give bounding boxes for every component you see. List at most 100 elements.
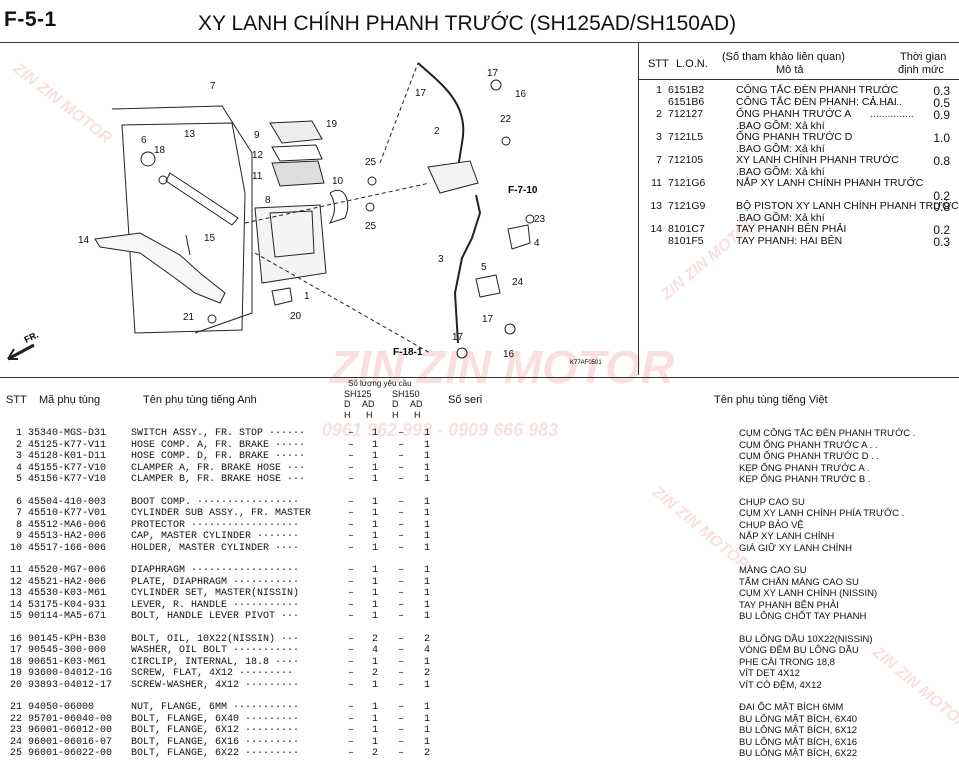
qty-sh150-ad: 1 <box>423 565 430 576</box>
part-code: 90145-KPH-B30 <box>28 633 107 645</box>
col-stt: STT <box>6 394 27 406</box>
ops-col-lon: L.O.N. <box>676 58 708 70</box>
page-code: F-5-1 <box>4 8 57 31</box>
col-part-no: Mã phụ tùng <box>39 394 101 406</box>
part-name-en: BOOT COMP. ················· <box>131 496 300 508</box>
part-name-en: BOLT, FLANGE, 6X12 ········· <box>131 725 300 736</box>
qty-sh125-d: – <box>347 531 354 542</box>
part-code: 45504-410-003 <box>28 496 107 508</box>
part-name-en: PROTECTOR ·················· <box>131 519 300 531</box>
col-h: H <box>344 410 351 420</box>
qty-sh150-d: – <box>397 451 404 462</box>
circlip <box>158 175 168 185</box>
part-name-en: CIRCLIP, INTERNAL, 18.8 ···· <box>131 656 300 668</box>
ref-f-18-1: F-18-1 <box>393 347 423 358</box>
qty-sh150-d: – <box>397 679 404 691</box>
part-name-en: HOSE COMP. D, FR. BRAKE ····· <box>131 451 306 462</box>
brake-lever <box>94 232 226 304</box>
qty-sh150-d: – <box>397 462 404 474</box>
part-name-en: SCREW, FLAT, 4X12 ········· <box>131 668 294 679</box>
ref-f-7-10: F-7-10 <box>508 185 538 196</box>
qty-sh125-d: – <box>347 428 354 439</box>
qty-sh125-ad: 4 <box>371 645 378 656</box>
ops-row-time: 1.0 <box>933 131 950 145</box>
qty-sh150-d: – <box>397 428 404 439</box>
qty-sh125-d: – <box>347 588 354 599</box>
ops-row-desc: TAY PHANH: HAI BÊN <box>736 235 843 247</box>
part-name-vi: CỤM CÔNG TẮC ĐÈN PHANH TRƯỚC . <box>739 428 916 439</box>
qty-sh150-d: – <box>397 508 404 519</box>
qty-sh125-d: – <box>347 439 354 451</box>
part-name-vi: VÍT DẸT 4X12 <box>739 668 800 679</box>
qty-sh125-d: – <box>347 702 354 713</box>
col-sub-ad: AD <box>410 399 423 409</box>
qty-sh125-d: – <box>347 576 354 588</box>
callout: 21 <box>183 312 195 323</box>
ops-row-time: 0.9 <box>933 108 950 122</box>
callout: 14 <box>78 235 90 246</box>
ops-row-number: 7 <box>656 154 662 166</box>
qty-sh150-d: – <box>397 565 404 576</box>
callout: 23 <box>534 214 546 225</box>
qty-sh150-ad: 1 <box>423 611 430 622</box>
part-name-vi: TẤM CHẮN MÀNG CAO SU <box>739 576 859 588</box>
part-code: 90651-K03-M61 <box>28 656 107 668</box>
qty-sh150-ad: 1 <box>423 542 430 554</box>
callout: 6 <box>141 135 147 146</box>
part-name-vi: TAY PHANH BÊN PHẢI <box>739 599 839 611</box>
part-number-index: 23 <box>9 725 22 736</box>
part-code: 45530-K03-M61 <box>28 588 107 599</box>
ops-row-number: 3 <box>656 131 662 143</box>
callout: 8 <box>265 195 271 206</box>
ops-row-code: 6151B6 <box>668 96 705 108</box>
ops-col-time: định mức <box>898 64 944 76</box>
part-name-vi: ĐAI ỐC MẶT BÍCH 6MM <box>739 702 844 713</box>
part-number-index: 7 <box>15 508 22 519</box>
callout: 16 <box>503 349 515 360</box>
flange-bolt-23 <box>525 214 535 224</box>
col-sh125: SH125 <box>344 389 372 399</box>
part-number-index: 6 <box>15 496 22 508</box>
flange-bolt-25a <box>367 176 377 186</box>
part-name-en: BOLT, FLANGE, 6X16 ········· <box>131 736 300 748</box>
ops-row-dots: ............... <box>870 108 914 120</box>
part-code: 45512-MA6-006 <box>28 519 107 531</box>
qty-sh125-ad: 1 <box>371 496 378 508</box>
ops-col-time-top: Thời gian <box>900 51 947 63</box>
ops-row-desc: CÔNG TẮC ĐÈN PHANH: CẢ HAI <box>736 96 897 108</box>
callout: 13 <box>184 129 196 140</box>
ops-col-stt: STT <box>648 58 669 70</box>
qty-sh125-d: – <box>347 611 354 622</box>
part-name-vi: KẸP ỐNG PHANH TRƯỚC B . <box>739 474 871 485</box>
col-serial: Số seri <box>448 394 483 406</box>
hose-joint <box>427 160 479 194</box>
qty-sh150-ad: 1 <box>423 496 430 508</box>
col-qty-top: Số lượng yêu cầu <box>348 379 412 388</box>
part-name-en: BOLT, HANDLE LEVER PIVOT ··· <box>131 611 300 622</box>
part-code: 45520-MG7-006 <box>28 565 107 576</box>
qty-sh125-d: – <box>347 462 354 474</box>
part-name-en: PLATE, DIAPHRAGM ··········· <box>131 576 300 588</box>
ops-row-time: 0.2 <box>933 223 950 237</box>
qty-sh125-d: – <box>347 496 354 508</box>
ops-row-dots: ....... <box>870 84 891 96</box>
ops-row-desc: BỘ PISTON XY LANH CHÍNH PHANH TRƯỚC <box>736 200 959 212</box>
ops-row-time: 0.3 <box>933 235 950 249</box>
qty-sh150-ad: 1 <box>423 679 430 691</box>
qty-sh125-ad: 1 <box>371 474 378 485</box>
part-name-vi: CỤM ỐNG PHANH TRƯỚC D . . <box>739 451 880 462</box>
qty-sh125-ad: 1 <box>371 451 378 462</box>
leader-line-2 <box>254 252 431 354</box>
